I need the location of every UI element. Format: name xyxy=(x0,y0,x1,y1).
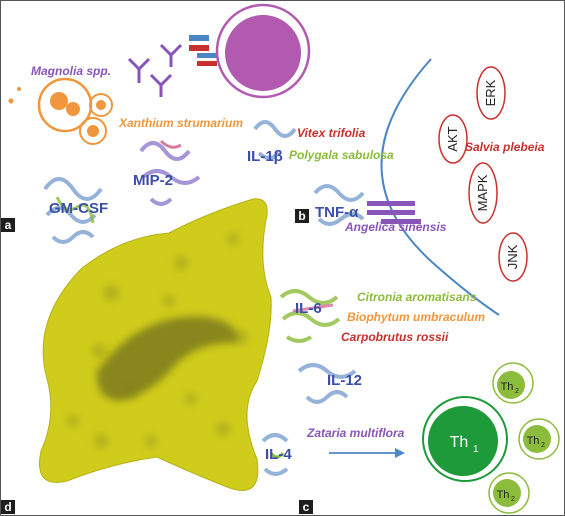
panel-tag-b: b xyxy=(295,209,309,223)
kinase-akt: AKT xyxy=(438,114,468,164)
membrane-receptor xyxy=(367,201,421,224)
cytokine-il12: IL-12 xyxy=(327,372,362,389)
cytokine-il1b: IL-1β xyxy=(247,148,283,165)
th2-label-top: Th xyxy=(501,381,514,393)
kinase-label-jnk: JNK xyxy=(505,244,520,269)
plant-zataria: Zataria multiflora xyxy=(306,426,405,440)
cell-membrane xyxy=(380,58,500,316)
cytokine-mip2: MIP-2 xyxy=(133,172,173,189)
protein-structure-il12 xyxy=(297,363,357,404)
th2-subscript-right: 2 xyxy=(541,442,545,449)
cytokine-gmcsf: GM-CSF xyxy=(49,200,108,217)
panel-tag-c: c xyxy=(299,500,313,514)
vesicle-cells xyxy=(8,77,113,145)
plant-magnolia: Magnolia spp. xyxy=(31,64,111,78)
plant-citronia: Citronia aromatisans xyxy=(357,290,477,304)
arrow-to-th1 xyxy=(329,448,405,458)
plant-vitex: Vitex trifolia xyxy=(297,126,366,140)
plant-biophytum: Biophytum umbraculum xyxy=(347,310,485,324)
plant-xanthium: Xanthium strumarium xyxy=(118,116,243,130)
panel-label-b: b xyxy=(298,209,305,223)
th2-label-bottom: Th xyxy=(497,489,510,501)
th2-label-right: Th xyxy=(527,435,540,447)
panel-label-c: c xyxy=(303,500,310,514)
th2-cell-top: Th 2 xyxy=(492,362,534,404)
cytokine-il4: IL-4 xyxy=(265,446,292,463)
kinase-label-erk: ERK xyxy=(483,79,498,106)
panel-tag-d: d xyxy=(1,500,15,514)
cytokine-tnfa: TNF-α xyxy=(315,204,359,221)
plant-angelica: Angelica sinensis xyxy=(344,220,447,234)
kinase-label-mapk: MAPK xyxy=(475,174,490,211)
th2-subscript-bottom: 2 xyxy=(511,496,515,503)
panel-label-a: a xyxy=(5,218,12,232)
kinase-label-akt: AKT xyxy=(445,126,460,151)
receptor-icon xyxy=(189,35,217,66)
protein-structure-il4 xyxy=(261,433,289,476)
protein-structure-il1b xyxy=(253,120,297,160)
kinase-jnk: JNK xyxy=(498,232,528,282)
cytokine-il6: IL-6 xyxy=(295,300,322,317)
kinase-mapk: MAPK xyxy=(468,162,498,224)
antibody-icon xyxy=(127,43,183,97)
th1-subscript: 1 xyxy=(473,444,479,455)
target-cell xyxy=(215,3,311,99)
kinase-erk: ERK xyxy=(476,66,506,120)
protein-structure-mip2 xyxy=(139,139,201,206)
plant-polygala: Polygala sabulosa xyxy=(289,148,394,162)
th2-subscript-top: 2 xyxy=(515,388,519,395)
protein-structure-gmcsf xyxy=(43,177,103,244)
protein-structure-tnfa xyxy=(313,184,365,226)
th1-label: Th xyxy=(450,434,469,451)
protein-structure-il6 xyxy=(279,289,341,343)
th2-cell-right: Th 2 xyxy=(518,418,560,460)
macrophage-cell xyxy=(39,198,272,491)
panel-label-d: d xyxy=(4,500,11,514)
panel-tag-a: a xyxy=(1,218,15,232)
plant-carpobrutus: Carpobrutus rossii xyxy=(341,330,449,344)
th2-cell-bottom: Th 2 xyxy=(488,472,530,514)
plant-salvia: Salvia plebeia xyxy=(465,140,545,154)
th1-cell: Th 1 xyxy=(422,396,508,482)
